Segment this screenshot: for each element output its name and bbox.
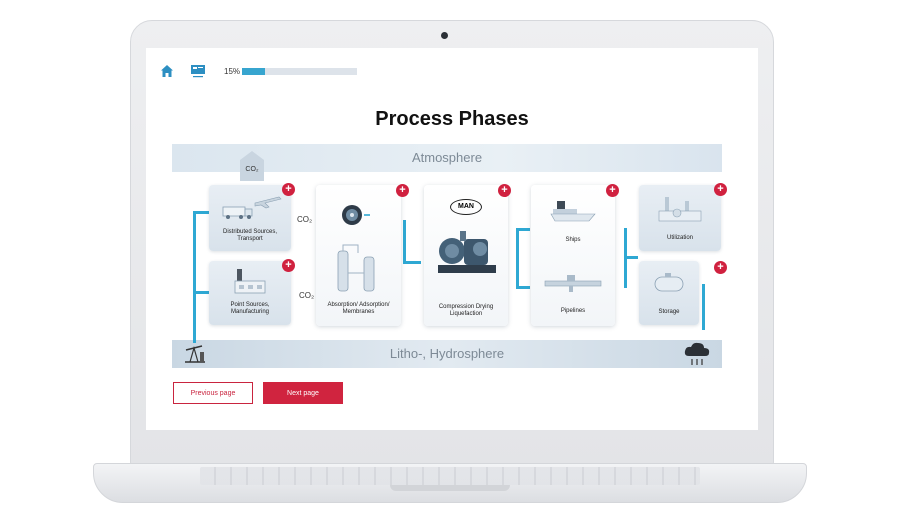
card-distributed-sources-label: Distributed Sources, Transport	[222, 229, 278, 243]
progress-percent: 15%	[224, 67, 241, 76]
turbine-fan-icon	[342, 205, 370, 225]
screen: 15% Process Phases Atmosphere Litho-, Hy…	[146, 48, 758, 430]
plus-icon-storage[interactable]: +	[714, 261, 727, 274]
flow-line-to-distributed	[193, 211, 209, 214]
card-transport-ships-pipelines[interactable]: Ships Pipelines	[531, 185, 615, 326]
card-utilization[interactable]: Utilization	[639, 185, 721, 251]
co2-flow-label-top: CO₂	[297, 215, 313, 224]
plus-icon-distributed[interactable]: +	[282, 183, 295, 196]
co2-cloud-icon	[684, 342, 710, 365]
storage-tank-icon	[654, 273, 684, 292]
plus-icon-compression[interactable]: +	[498, 184, 511, 197]
lid-notch	[390, 485, 510, 491]
co2-flow-label-bottom: CO₂	[299, 291, 315, 300]
pipeline-icon	[544, 275, 602, 292]
flow-line-into-compression	[403, 261, 421, 264]
progress-fill	[242, 68, 265, 75]
previous-page-button[interactable]: Previous page	[173, 382, 253, 404]
absorption-tower-icon	[337, 244, 375, 292]
flow-line-split	[516, 228, 519, 288]
card-compression-label: Compression Drying Liquefaction	[438, 304, 494, 318]
flow-line-to-pipelines	[516, 286, 530, 289]
flow-line-to-compression	[403, 220, 406, 262]
keyboard	[200, 467, 700, 485]
plant-icon	[658, 197, 702, 222]
flow-line-to-point	[193, 291, 209, 294]
card-absorption[interactable]: Absorption/ Adsorption/ Membranes	[316, 185, 401, 326]
plus-icon-transport[interactable]: +	[606, 184, 619, 197]
plus-icon-utilization[interactable]: +	[714, 183, 727, 196]
flow-line-to-utilization	[624, 256, 638, 259]
presentation-icon[interactable]	[190, 64, 206, 78]
card-utilization-label: Utilization	[666, 235, 693, 241]
card-ships-label: Ships	[565, 237, 581, 243]
litho-hydrosphere-label: Litho-, Hydrosphere	[389, 346, 505, 361]
card-compression[interactable]: MAN Compression Drying Liquefaction	[424, 185, 508, 326]
man-logo: MAN	[450, 199, 482, 215]
plus-icon-point[interactable]: +	[282, 259, 295, 272]
progress-bar	[242, 68, 357, 75]
factory-icon	[234, 269, 266, 294]
co2-atmosphere-label: CO₂	[245, 166, 259, 173]
flow-line-vertical-left	[193, 211, 196, 343]
compressor-machine-icon	[438, 231, 496, 273]
home-icon[interactable]	[160, 64, 174, 78]
ship-icon	[550, 201, 596, 222]
atmosphere-band: Atmosphere	[172, 144, 722, 172]
page-title: Process Phases	[375, 108, 529, 130]
card-distributed-sources[interactable]: Distributed Sources, Transport	[209, 185, 291, 251]
oil-pump-icon	[185, 345, 205, 363]
card-absorption-label: Absorption/ Adsorption/ Membranes	[327, 302, 390, 316]
litho-hydrosphere-band: Litho-, Hydrosphere	[172, 340, 722, 368]
card-pipelines-label: Pipelines	[560, 308, 586, 314]
flow-line-to-ships	[516, 228, 530, 231]
top-bar: 15%	[146, 48, 758, 88]
card-storage[interactable]: Storage	[639, 261, 699, 325]
flow-line-to-storage-well	[702, 284, 705, 330]
next-page-button[interactable]: Next page	[263, 382, 343, 404]
truck-plane-icon	[222, 196, 282, 219]
atmosphere-label: Atmosphere	[411, 150, 483, 165]
card-storage-label: Storage	[658, 309, 680, 315]
plus-icon-absorption[interactable]: +	[396, 184, 409, 197]
webcam	[441, 32, 448, 39]
card-point-sources[interactable]: Point Sources, Manufacturing	[209, 261, 291, 325]
card-point-sources-label: Point Sources, Manufacturing	[230, 302, 270, 316]
